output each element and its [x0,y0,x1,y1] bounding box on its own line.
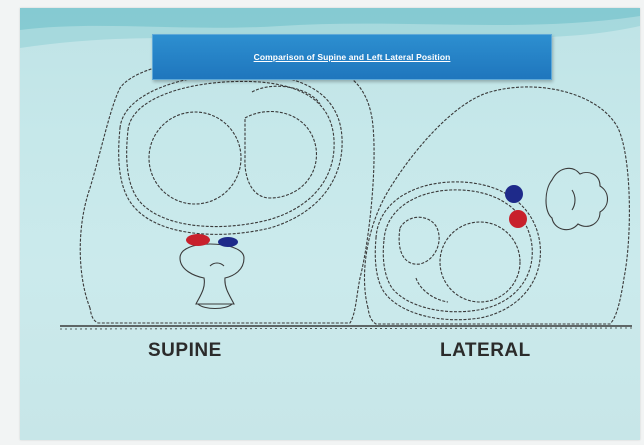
lateral-label: LATERAL [440,340,531,362]
supine-spine [180,244,244,304]
supine-label: SUPINE [148,340,222,362]
supine-fetal-head [149,112,241,204]
slide-title: Comparison of Supine and Left Lateral Po… [254,52,451,62]
lateral-fetal-head [440,222,520,302]
slide-title-box: Comparison of Supine and Left Lateral Po… [152,34,552,80]
lateral-spine [546,168,608,229]
presentation-slide: Comparison of Supine and Left Lateral Po… [20,8,640,440]
lateral-vena-cava [505,185,523,203]
lateral-aorta [509,210,527,228]
lateral-body-outline [364,87,629,324]
supine-aorta [186,234,210,246]
supine-vena-cava [218,237,238,247]
supine-uterus-outline [119,73,342,234]
